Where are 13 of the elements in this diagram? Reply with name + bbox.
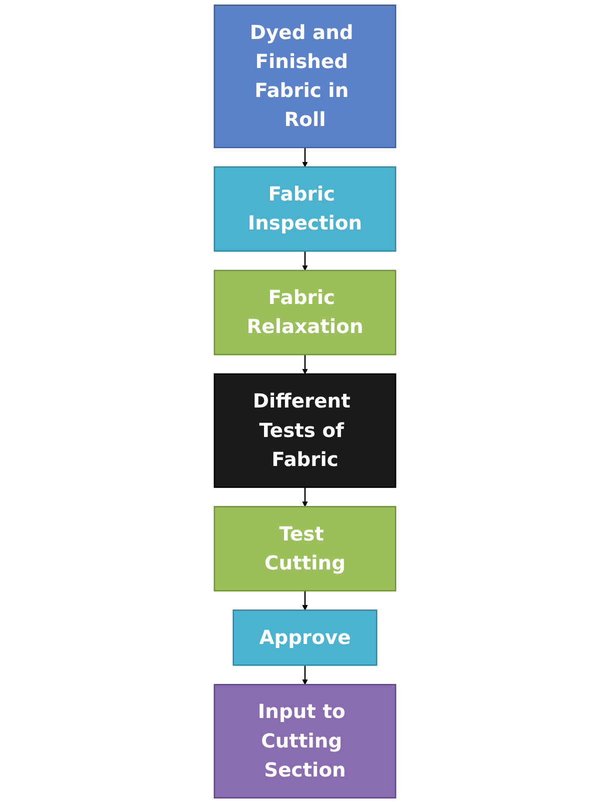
node-box: Approve	[232, 610, 377, 666]
node-box: Different Tests of Fabric	[213, 373, 396, 488]
arrow	[302, 148, 308, 168]
node-box: Fabric Inspection	[213, 166, 396, 252]
node-box: Test Cutting	[213, 506, 396, 592]
arrow	[302, 590, 308, 610]
arrow	[302, 665, 308, 685]
arrow	[302, 251, 308, 271]
arrow	[302, 354, 308, 374]
node-box: Input to Cutting Section	[213, 684, 396, 798]
node-box: Dyed and Finished Fabric in Roll	[213, 4, 396, 148]
node-box: Fabric Relaxation	[213, 270, 396, 356]
arrow	[302, 487, 308, 507]
